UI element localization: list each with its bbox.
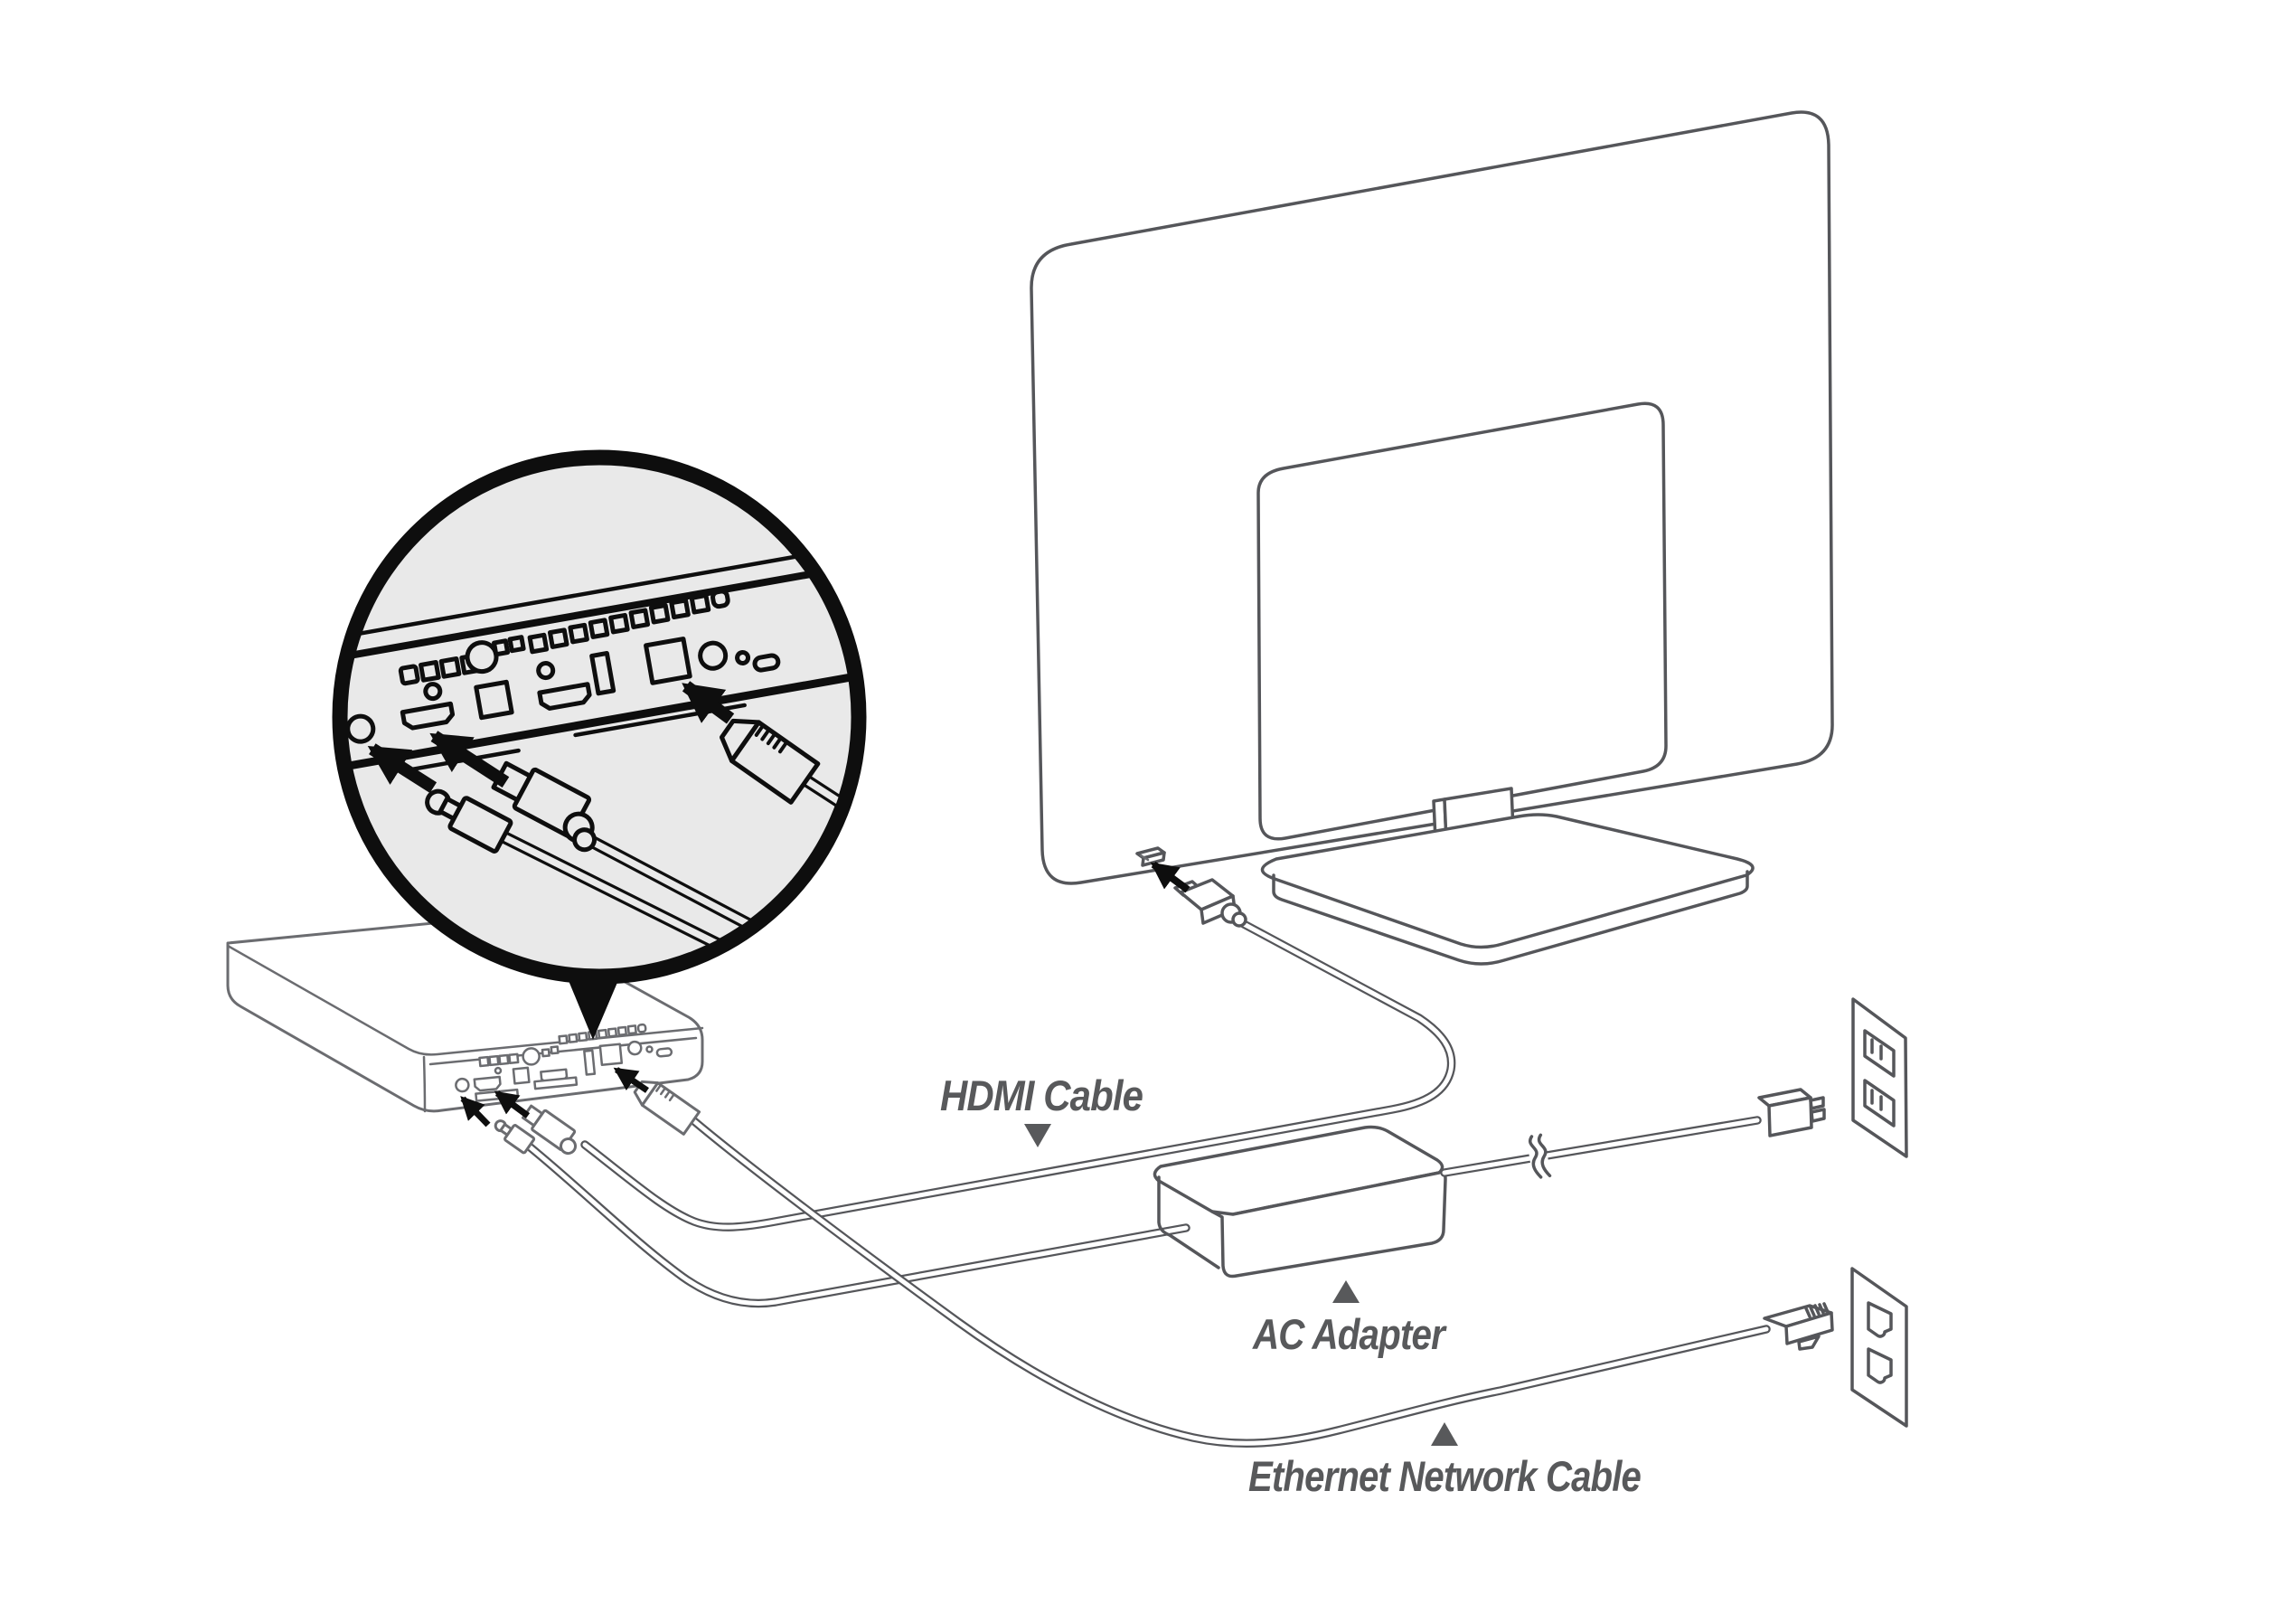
usb-port <box>474 679 514 721</box>
tv-hdmi-port <box>1135 846 1166 867</box>
micro-hdmi-port <box>752 653 781 673</box>
ac-adapter-brick <box>1153 1125 1447 1279</box>
hdmi-cable-label: HDMI Cable <box>940 1071 1143 1119</box>
insert-arrow-ethernet-icon <box>682 681 735 724</box>
hdmi-cable-run <box>580 920 1456 1231</box>
micro-hdmi-port <box>655 1047 673 1058</box>
hdmi-out-port <box>400 701 456 731</box>
ac-power-cord-run <box>1440 1116 1762 1180</box>
ac-adapter-label: AC Adapter <box>1252 1310 1447 1358</box>
triangle-down-icon <box>1024 1124 1051 1147</box>
label-ac-adapter: AC Adapter <box>1252 1280 1448 1358</box>
insert-arrow-power-icon <box>367 743 438 794</box>
power-outlet-plate <box>1851 997 1908 1158</box>
tv-back-panel <box>1030 110 1834 966</box>
triangle-up-icon <box>1332 1280 1360 1303</box>
hdmi-connector-zoom <box>491 760 598 853</box>
tv-stand-base-thickness <box>1272 870 1749 966</box>
ethernet-connector-zoom <box>719 718 821 805</box>
ethernet-connector-wall <box>1763 1302 1834 1351</box>
cable-break-squiggle-icon <box>1526 1133 1552 1180</box>
power-inlet-port <box>455 1077 470 1093</box>
vent-square-row <box>527 589 730 655</box>
power-plug-connector-device <box>494 1119 536 1155</box>
ethernet-wall-plate <box>1850 1267 1908 1428</box>
insert-arrow-hdmi-icon <box>429 731 510 788</box>
tv-hdmi-connector <box>1173 878 1247 928</box>
power-dc-cord-run <box>522 1140 1190 1308</box>
power-inlet-port <box>347 713 376 744</box>
power-plug <box>1757 1088 1826 1137</box>
device-insert-arrows <box>460 1067 649 1128</box>
ethernet-port <box>598 1043 624 1067</box>
hdmi-in-port <box>537 682 592 711</box>
insert-arrow-hdmi-icon <box>494 1090 531 1118</box>
plug-prong <box>1810 1108 1826 1123</box>
rj45-jack-top <box>1867 1301 1893 1338</box>
usb-port <box>512 1066 531 1085</box>
outlet-slot <box>1870 1089 1883 1111</box>
ethernet-cable-run <box>690 1117 1771 1448</box>
magnified-rear-panel <box>347 543 852 961</box>
outlet-slot <box>1870 1038 1883 1061</box>
tv-inner-panel <box>1256 401 1668 841</box>
triangle-up-icon <box>1431 1422 1458 1446</box>
magnifier-callout <box>332 449 867 1040</box>
rj45-jack-bottom <box>1867 1347 1893 1384</box>
insert-arrow-tv-icon <box>1150 861 1190 893</box>
hdmi-out-port <box>473 1075 502 1092</box>
label-hdmi-cable: HDMI Cable <box>940 1071 1143 1147</box>
insert-arrow-ethernet-icon <box>613 1067 649 1093</box>
power-plug-connector-zoom <box>425 788 513 854</box>
ethernet-network-cable-label: Ethernet Network Cable <box>1248 1452 1641 1500</box>
insert-arrow-power-icon <box>460 1096 491 1128</box>
label-ethernet-network-cable: Ethernet Network Cable <box>1248 1422 1642 1500</box>
plug-prong <box>1809 1096 1825 1110</box>
ethernet-port <box>644 637 692 685</box>
